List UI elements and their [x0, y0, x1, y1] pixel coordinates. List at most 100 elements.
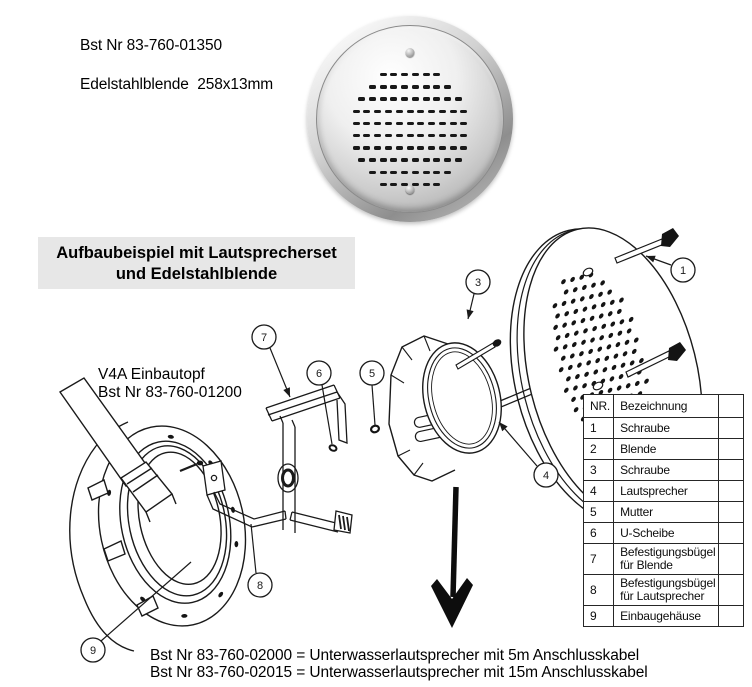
callout-3: 3 [465, 269, 491, 320]
perforation-hole [395, 121, 403, 126]
table-header-row: NR. Bezeichnung [582, 394, 745, 418]
table-empty-cell [718, 574, 745, 606]
perforation-hole [379, 182, 387, 187]
perforation-hole [390, 73, 398, 77]
table-empty-cell [718, 459, 745, 481]
perforation-row [317, 109, 503, 113]
part-name-cell: Befestigungsbügel für Lautsprecher [613, 574, 720, 606]
perforation-hole [352, 109, 360, 113]
table-empty-cell [718, 605, 745, 627]
part-name-cell: Schraube [613, 417, 720, 439]
perforation-hole [438, 133, 446, 138]
part-name-cell: Schraube [613, 459, 720, 481]
perforation-hole [433, 97, 441, 101]
perforation-hole [352, 133, 360, 138]
perforation-hole [444, 85, 452, 89]
mutter-drawing [369, 424, 381, 434]
perforation-hole [433, 182, 441, 187]
section-title-line2: und Edelstahlblende [115, 264, 278, 283]
perforation-hole [444, 97, 452, 101]
svg-text:5: 5 [369, 368, 375, 380]
callout-1: 1 [645, 255, 696, 283]
perforation-hole [411, 170, 419, 174]
part-number-cell: 9 [582, 605, 615, 627]
svg-text:9: 9 [90, 645, 96, 657]
down-arrow-icon [431, 486, 473, 628]
u-scheibe-drawing [328, 444, 338, 452]
perforation-hole [401, 97, 409, 101]
callout-4: 4 [498, 421, 559, 488]
perforation-hole [460, 146, 468, 150]
perforation-hole [395, 133, 403, 138]
callout-8: 8 [247, 523, 273, 598]
part-number-cell: 5 [582, 501, 615, 523]
perforation-hole [401, 85, 409, 89]
perforation-hole [379, 73, 387, 77]
perforation-hole [363, 121, 371, 126]
perforation-hole [411, 158, 419, 162]
perforation-hole [401, 158, 409, 162]
perforation-hole [368, 158, 376, 162]
perforation-row [317, 170, 503, 174]
perforation-hole [460, 121, 468, 126]
part-number-cell: 6 [582, 522, 615, 544]
pot-label-line2: Bst Nr 83-760-01200 [98, 383, 242, 401]
perforation-hole [417, 146, 425, 150]
perforation-hole [422, 85, 430, 89]
perforation-hole [363, 109, 371, 113]
perforation-hole [379, 85, 387, 89]
perforation-row [317, 97, 503, 101]
perforation-row [317, 73, 503, 77]
perforation-hole [417, 133, 425, 138]
perforation-hole [374, 146, 382, 150]
bracket-lautsprecher-drawing [202, 460, 287, 528]
perforation-hole [363, 133, 371, 138]
perforation-hole [411, 73, 419, 77]
part-number-cell: 3 [582, 459, 615, 481]
perforation-row [317, 121, 503, 126]
perforation-hole [428, 109, 436, 113]
perforation-hole [384, 109, 392, 113]
perforation-hole [368, 97, 376, 101]
section-title-line1: Aufbaubeispiel mit Lautsprecherset [56, 244, 337, 262]
callout-9: 9 [80, 561, 192, 663]
perforation-hole [374, 109, 382, 113]
perforation-hole [433, 170, 441, 174]
perforation-row [317, 182, 503, 187]
einbaugehaeuse-drawing [58, 377, 247, 652]
pot-label: V4A Einbautopf Bst Nr 83-760-01200 [98, 366, 242, 401]
perforation-hole [444, 158, 452, 162]
perforation-hole [449, 121, 457, 126]
perforation-hole [438, 121, 446, 126]
perforation-hole [428, 133, 436, 138]
bracket-blende-drawing [265, 384, 353, 534]
part-name-cell: Mutter [613, 501, 720, 523]
perforation-hole [390, 97, 398, 101]
perforation-hole [352, 121, 360, 126]
table-empty-cell [718, 438, 745, 460]
perforation-hole [433, 85, 441, 89]
table-header-empty [718, 394, 745, 418]
pot-label-line1: V4A Einbautopf [98, 366, 205, 383]
section-title-box: Aufbaubeispiel mit Lautsprecherset und E… [38, 237, 355, 289]
table-header-bezeichnung: Bezeichnung [613, 394, 720, 418]
perforation-hole [438, 146, 446, 150]
perforation-hole [406, 109, 414, 113]
svg-text:8: 8 [257, 580, 263, 592]
perforation-hole [449, 146, 457, 150]
perforation-hole [395, 109, 403, 113]
perforation-hole [406, 133, 414, 138]
perforation-hole [374, 133, 382, 138]
perforation-hole [384, 121, 392, 126]
table-header-nr: NR. [582, 394, 615, 418]
perforation-hole [401, 73, 409, 77]
perforation-hole [395, 146, 403, 150]
cover-screw-top-icon [405, 48, 415, 57]
perforation-hole [422, 158, 430, 162]
